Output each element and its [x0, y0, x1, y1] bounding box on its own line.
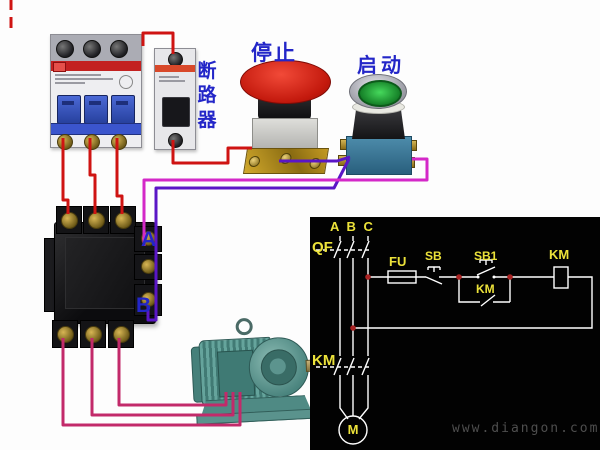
schematic-km-aux-branch — [458, 277, 511, 307]
schematic-sb-contact — [425, 276, 443, 285]
breaker-label: 断路器 — [197, 61, 217, 131]
breaker-handle-2 — [84, 95, 108, 124]
qf-label: QF — [312, 239, 333, 256]
breaker-screw — [57, 134, 73, 150]
motor-m-label: M — [347, 422, 359, 437]
breaker-cert-badge — [119, 75, 133, 89]
breaker-toggle — [162, 97, 190, 127]
stop-button-contacts — [242, 148, 330, 174]
contactor-terminal-bottom — [108, 320, 134, 348]
single-pole-breaker — [154, 48, 196, 150]
contactor-terminal-top — [83, 206, 109, 234]
schematic-sb1-contact — [476, 266, 496, 276]
terminal-a-label: A — [141, 228, 157, 251]
junction-dot — [350, 325, 356, 331]
schematic-return-line — [353, 276, 593, 329]
breaker-handle-1 — [57, 95, 81, 124]
watermark: www.diangon.com — [452, 421, 600, 436]
contactor-terminal-top — [110, 206, 136, 234]
sb1-label: SB1 — [474, 249, 498, 263]
start-button-lens — [358, 80, 402, 107]
breaker-logo — [53, 62, 66, 72]
breaker-screw — [84, 134, 100, 150]
sb-label: SB — [425, 249, 442, 263]
schematic-sb1-actuator — [479, 259, 493, 265]
breaker-screw — [111, 134, 127, 150]
start-button — [349, 74, 407, 109]
junction-dot — [365, 274, 371, 280]
contactor-terminal-bottom — [80, 320, 106, 348]
breaker-screw — [56, 40, 74, 58]
schematic-motor-leads — [339, 375, 369, 420]
schematic-phase-stubs — [339, 236, 369, 241]
km-aux-label: KM — [476, 282, 495, 296]
motor — [177, 312, 320, 431]
stop-button — [240, 60, 331, 104]
motor-eyebolt — [235, 317, 254, 336]
contactor-terminal-bottom — [52, 320, 78, 348]
schematic-motor-symbol — [338, 415, 368, 445]
schematic-fuse-symbol — [387, 270, 417, 284]
contactor-terminal-top — [56, 206, 82, 234]
phase-c-label: C — [363, 219, 373, 234]
schematic-phase-lines — [339, 258, 369, 356]
breaker-screw — [168, 133, 183, 148]
breaker-screw — [83, 40, 101, 58]
breaker-handle-3 — [111, 95, 135, 124]
sb1-contact-point — [476, 275, 480, 279]
breaker-red-band — [51, 61, 141, 71]
km-coil-label: KM — [549, 247, 570, 262]
contactor-terminal-side — [134, 254, 162, 280]
breaker-screw — [110, 40, 128, 58]
fu-label: FU — [389, 254, 407, 269]
stop-label: 停止 — [251, 42, 297, 65]
breaker-spec-text — [51, 72, 141, 94]
phase-b-label: B — [346, 219, 356, 234]
schematic-sb-actuator — [427, 266, 441, 272]
schematic-panel: A B C QF FU SB SB1 KM KM KM M www.diango… — [310, 217, 600, 450]
stop-button-body — [252, 118, 318, 153]
km-main-label: KM — [312, 352, 336, 369]
breaker-orange-band — [155, 65, 195, 72]
start-label: 启动 — [357, 55, 405, 77]
terminal-b-label: B — [136, 294, 152, 317]
start-button-base — [346, 136, 412, 175]
phase-a-label: A — [330, 219, 339, 234]
three-pole-breaker — [50, 34, 142, 150]
contactor — [44, 198, 166, 348]
junction-dot — [507, 274, 513, 280]
sb1-contact-point — [492, 275, 496, 279]
junction-dot — [456, 274, 462, 280]
schematic-km-coil-symbol — [553, 266, 569, 289]
